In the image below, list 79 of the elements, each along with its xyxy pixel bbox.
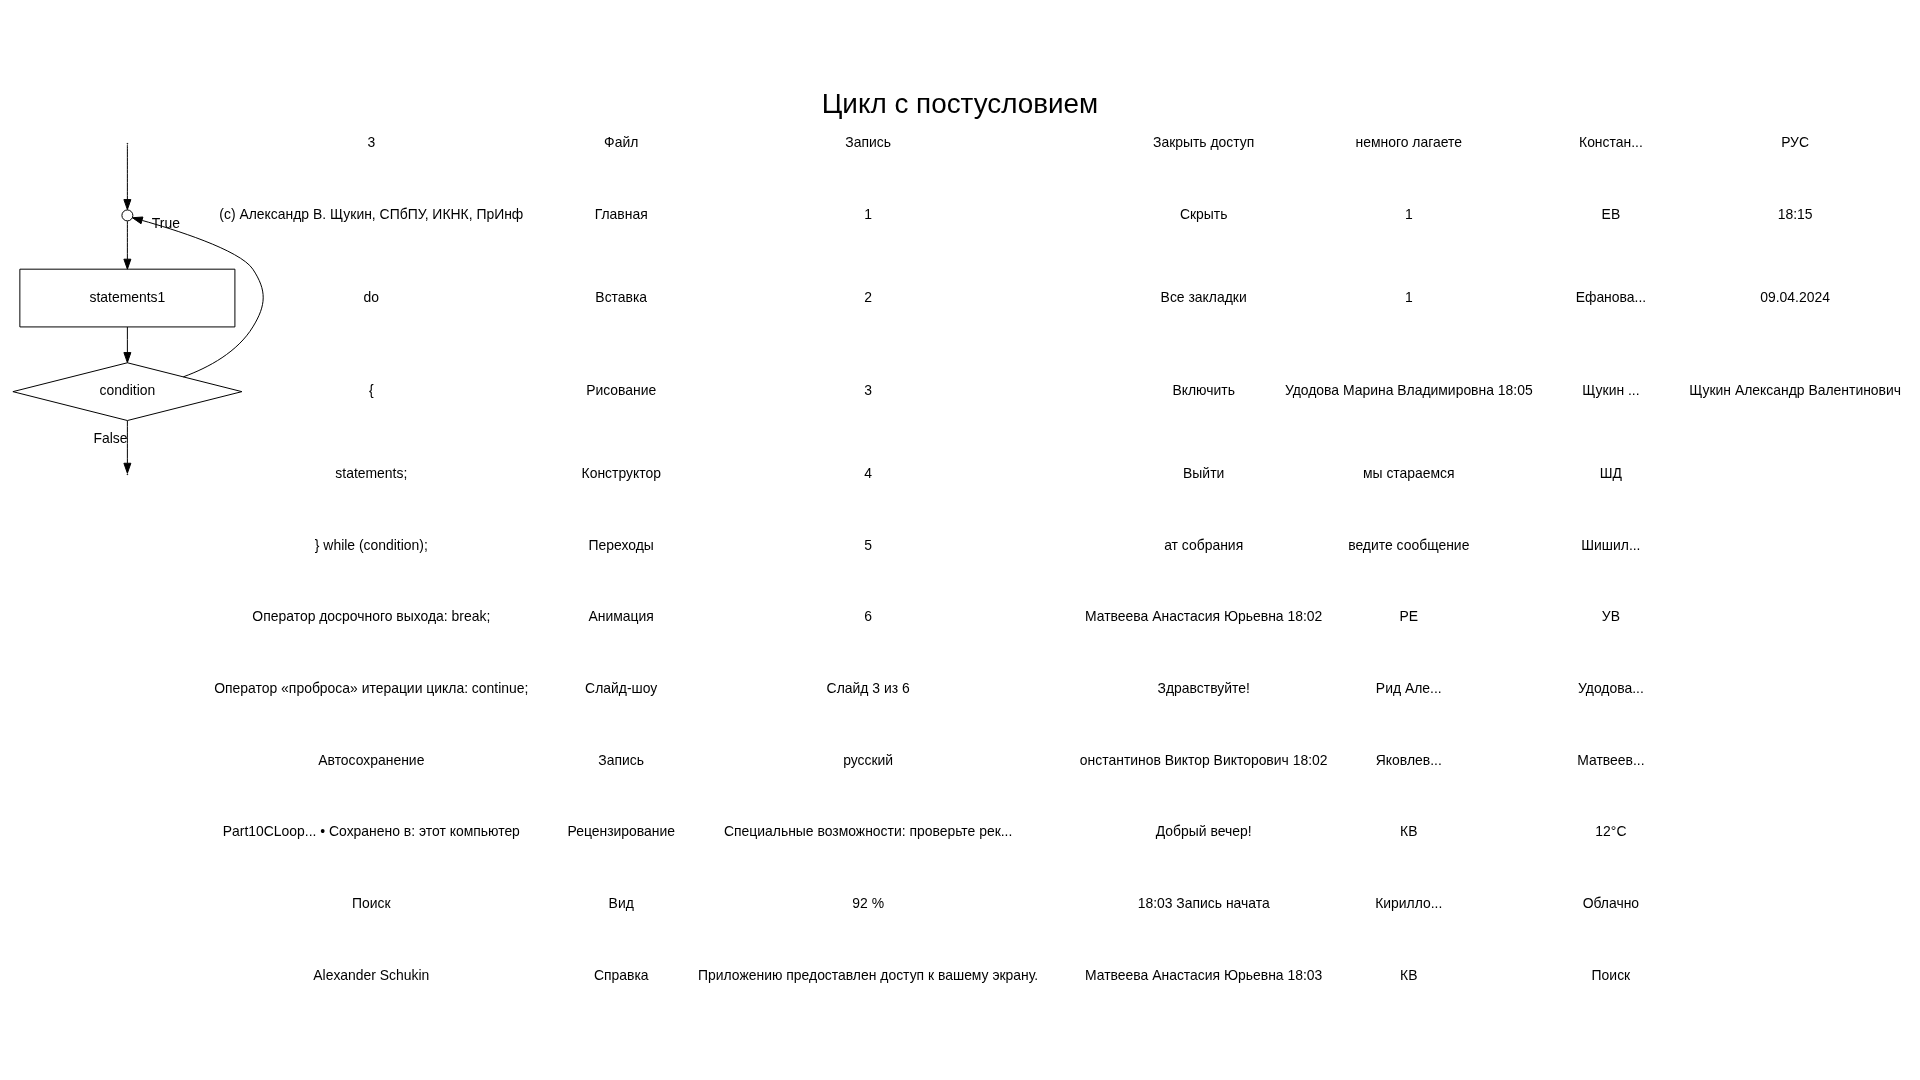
label: Справка xyxy=(593,966,649,983)
label: Удодова Марина Владимировна 18:05 xyxy=(1284,381,1533,398)
label: Удодова... xyxy=(1578,679,1644,696)
label: 4 xyxy=(864,464,873,481)
label: УВ xyxy=(1601,607,1620,624)
label: 92 % xyxy=(852,894,885,911)
label: 09.04.2024 xyxy=(1760,288,1830,305)
label: Кирилло... xyxy=(1375,894,1443,911)
label: Ефанова... xyxy=(1575,288,1647,305)
label: Оператор «проброса» итерации цикла: continue; xyxy=(214,679,529,696)
label: do xyxy=(363,288,380,305)
label: 3 xyxy=(367,133,376,150)
label: } while (condition); xyxy=(314,536,428,553)
label: 1 xyxy=(1404,288,1413,305)
label: ведите сообщение xyxy=(1348,536,1470,553)
label: русский xyxy=(843,751,894,768)
label: Матвеева Анастасия Юрьевна 18:03 xyxy=(1085,966,1323,983)
label: 5 xyxy=(864,536,873,553)
label: Добрый вечер! xyxy=(1155,822,1252,839)
label: 18:03 Запись начата xyxy=(1137,894,1270,911)
label: Оператор досрочного выхода: break; xyxy=(252,607,491,624)
label: 1 xyxy=(864,205,873,222)
label: Запись xyxy=(845,133,891,150)
label: Файл xyxy=(604,133,639,150)
edge-label: False xyxy=(93,429,128,446)
label: Поиск xyxy=(1591,966,1631,983)
label: Щукин ... xyxy=(1582,381,1640,398)
label: онстантинов Виктор Викторович 18:02 xyxy=(1079,751,1328,768)
label: Все закладки xyxy=(1160,288,1247,305)
label: КВ xyxy=(1400,966,1418,983)
label: Переходы xyxy=(588,536,654,553)
label: Включить xyxy=(1172,381,1235,398)
label: (c) Александр В. Щукин, СПбПУ, ИКНК, ПрИнф xyxy=(219,205,524,222)
label: Констан... xyxy=(1579,133,1643,150)
label: Шишил... xyxy=(1581,536,1641,553)
label: Анимация xyxy=(588,607,654,624)
label: 18:15 xyxy=(1777,205,1813,222)
label: Вид xyxy=(608,894,634,911)
label: РУС xyxy=(1781,133,1810,150)
label: Слайд-шоу xyxy=(585,679,658,696)
label: Alexander Schukin xyxy=(313,966,430,983)
label: РЕ xyxy=(1399,607,1419,624)
label: КВ xyxy=(1400,822,1418,839)
label: Скрыть xyxy=(1179,205,1228,222)
label: немного лагаете xyxy=(1355,133,1463,150)
label: Запись xyxy=(598,751,645,768)
label: 6 xyxy=(864,607,873,624)
label: 3 xyxy=(864,381,873,398)
label: statements; xyxy=(335,464,408,481)
label: Рисование xyxy=(586,381,657,398)
label: Яковлев... xyxy=(1375,751,1442,768)
label: 1 xyxy=(1404,205,1413,222)
label: Конструктор xyxy=(581,464,661,481)
label: ат собрания xyxy=(1164,536,1244,553)
label: ШД xyxy=(1599,464,1623,481)
label: Закрыть доступ xyxy=(1153,133,1255,150)
label: { xyxy=(369,381,374,398)
label: Матвеева Анастасия Юрьевна 18:02 xyxy=(1085,607,1323,624)
edge-label: True xyxy=(151,214,180,231)
label: Слайд 3 из 6 xyxy=(826,679,910,696)
label: Поиск xyxy=(352,894,391,911)
label: Выйти xyxy=(1183,464,1225,481)
label: ЕВ xyxy=(1601,205,1621,222)
label: Вставка xyxy=(595,288,648,305)
label: Part10CLoop... • Сохранено в: этот компьютер xyxy=(222,822,520,839)
label: Здравствуйте! xyxy=(1157,679,1250,696)
label: мы стараемся xyxy=(1362,464,1455,481)
label: Автосохранение xyxy=(318,751,425,768)
label: Рецензирование xyxy=(567,822,675,839)
label: Матвеев... xyxy=(1577,751,1645,768)
label: Приложению предоставлен доступ к вашему экрану. xyxy=(698,966,1039,983)
label: 2 xyxy=(864,288,873,305)
diagram-title: Цикл с постусловием xyxy=(821,87,1099,119)
label: 12°C xyxy=(1595,822,1627,839)
label: Облачно xyxy=(1582,894,1640,911)
label: Специальные возможности: проверьте рек... xyxy=(723,822,1013,839)
label: Рид Але... xyxy=(1375,679,1442,696)
label: Щукин Александр Валентинович xyxy=(1689,381,1902,398)
label: Главная xyxy=(594,205,648,222)
